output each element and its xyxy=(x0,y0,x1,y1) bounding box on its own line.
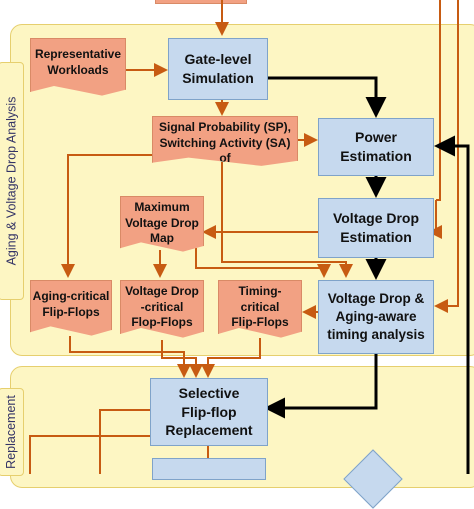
replacement-section-text: Replacement xyxy=(4,395,18,469)
selective-replacement-box: Selective Flip-flop Replacement xyxy=(150,378,268,446)
top-partial-box xyxy=(155,0,247,4)
replacement-section-label: Replacement xyxy=(0,388,24,476)
aging-section-label: Aging & Voltage Drop Analysis xyxy=(0,62,24,300)
timing-critical-ff-doc: Timing- critical Flip-Flops xyxy=(218,280,302,338)
representative-workloads-doc: Representative Workloads xyxy=(30,38,126,96)
aging-section-text: Aging & Voltage Drop Analysis xyxy=(4,96,19,266)
aging-critical-ff-doc: Aging-critical Flip-Flops xyxy=(30,280,112,336)
gate-level-simulation-box: Gate-level Simulation xyxy=(168,38,268,100)
timing-analysis-box: Voltage Drop & Aging-aware timing analys… xyxy=(318,280,434,354)
voltage-drop-critical-ff-doc: Voltage Drop -critical Flop-Flops xyxy=(120,280,204,338)
power-estimation-box: Power Estimation xyxy=(318,118,434,176)
voltage-drop-estimation-box: Voltage Drop Estimation xyxy=(318,198,434,258)
voltage-drop-map-doc: Maximum Voltage Drop Map xyxy=(120,196,204,252)
bottom-partial-box xyxy=(152,458,266,480)
signal-probability-doc: Signal Probability (SP), Switching Activ… xyxy=(152,116,298,166)
